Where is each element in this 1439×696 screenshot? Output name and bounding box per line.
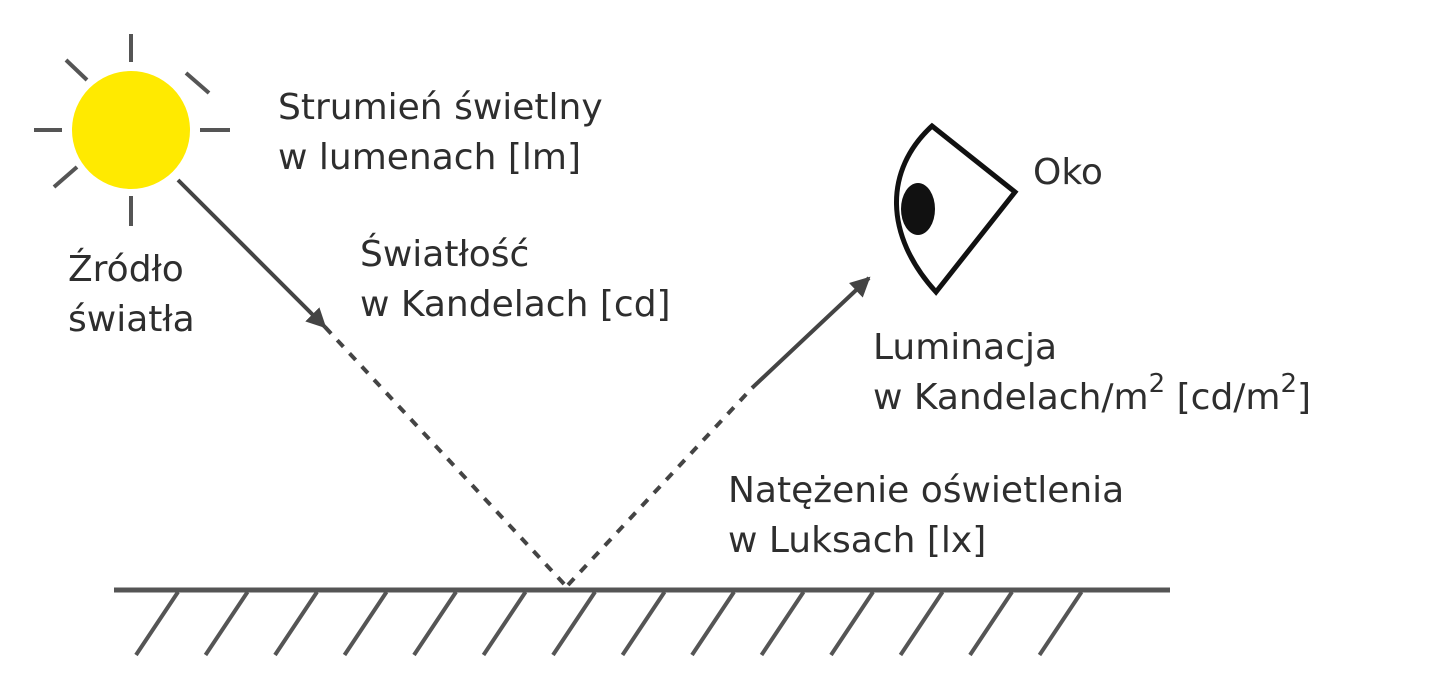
incident-ray [176, 178, 567, 587]
luminance-unit-line: w Kandelach/m2 [cd/m2] [873, 369, 1312, 418]
surface-hatch [203, 590, 250, 657]
surface-hatch [342, 590, 389, 657]
label-illuminance: Natężenie oświetlenia w Luksach [lx] [728, 470, 1125, 561]
surface-hatch [273, 590, 319, 657]
reflected-ray [566, 276, 871, 587]
surface-hatch [1037, 590, 1084, 657]
surface-hatch [759, 590, 806, 657]
surface-hatch [968, 590, 1014, 657]
hatched-surface [114, 587, 1170, 657]
surface-hatch [134, 590, 180, 657]
label-luminous-flux: Strumień świetlny w lumenach [lm] [278, 87, 603, 178]
surface-hatch [620, 590, 667, 657]
label-eye: Oko [1033, 152, 1103, 193]
eye-icon [894, 122, 1019, 296]
label-luminous-intensity: Światłość w Kandelach [cd] [360, 234, 671, 325]
surface-hatch [412, 590, 458, 657]
surface-hatch [829, 590, 875, 657]
label-luminance: Luminacja w Kandelach/m2 [cd/m2] [873, 323, 1311, 423]
surface-hatch [481, 590, 528, 657]
label-light-source: Źródło światła [68, 249, 195, 340]
surface-hatch [690, 590, 736, 657]
surface-hatch [551, 590, 597, 657]
surface-hatch [898, 590, 945, 657]
sun-icon [34, 34, 230, 226]
